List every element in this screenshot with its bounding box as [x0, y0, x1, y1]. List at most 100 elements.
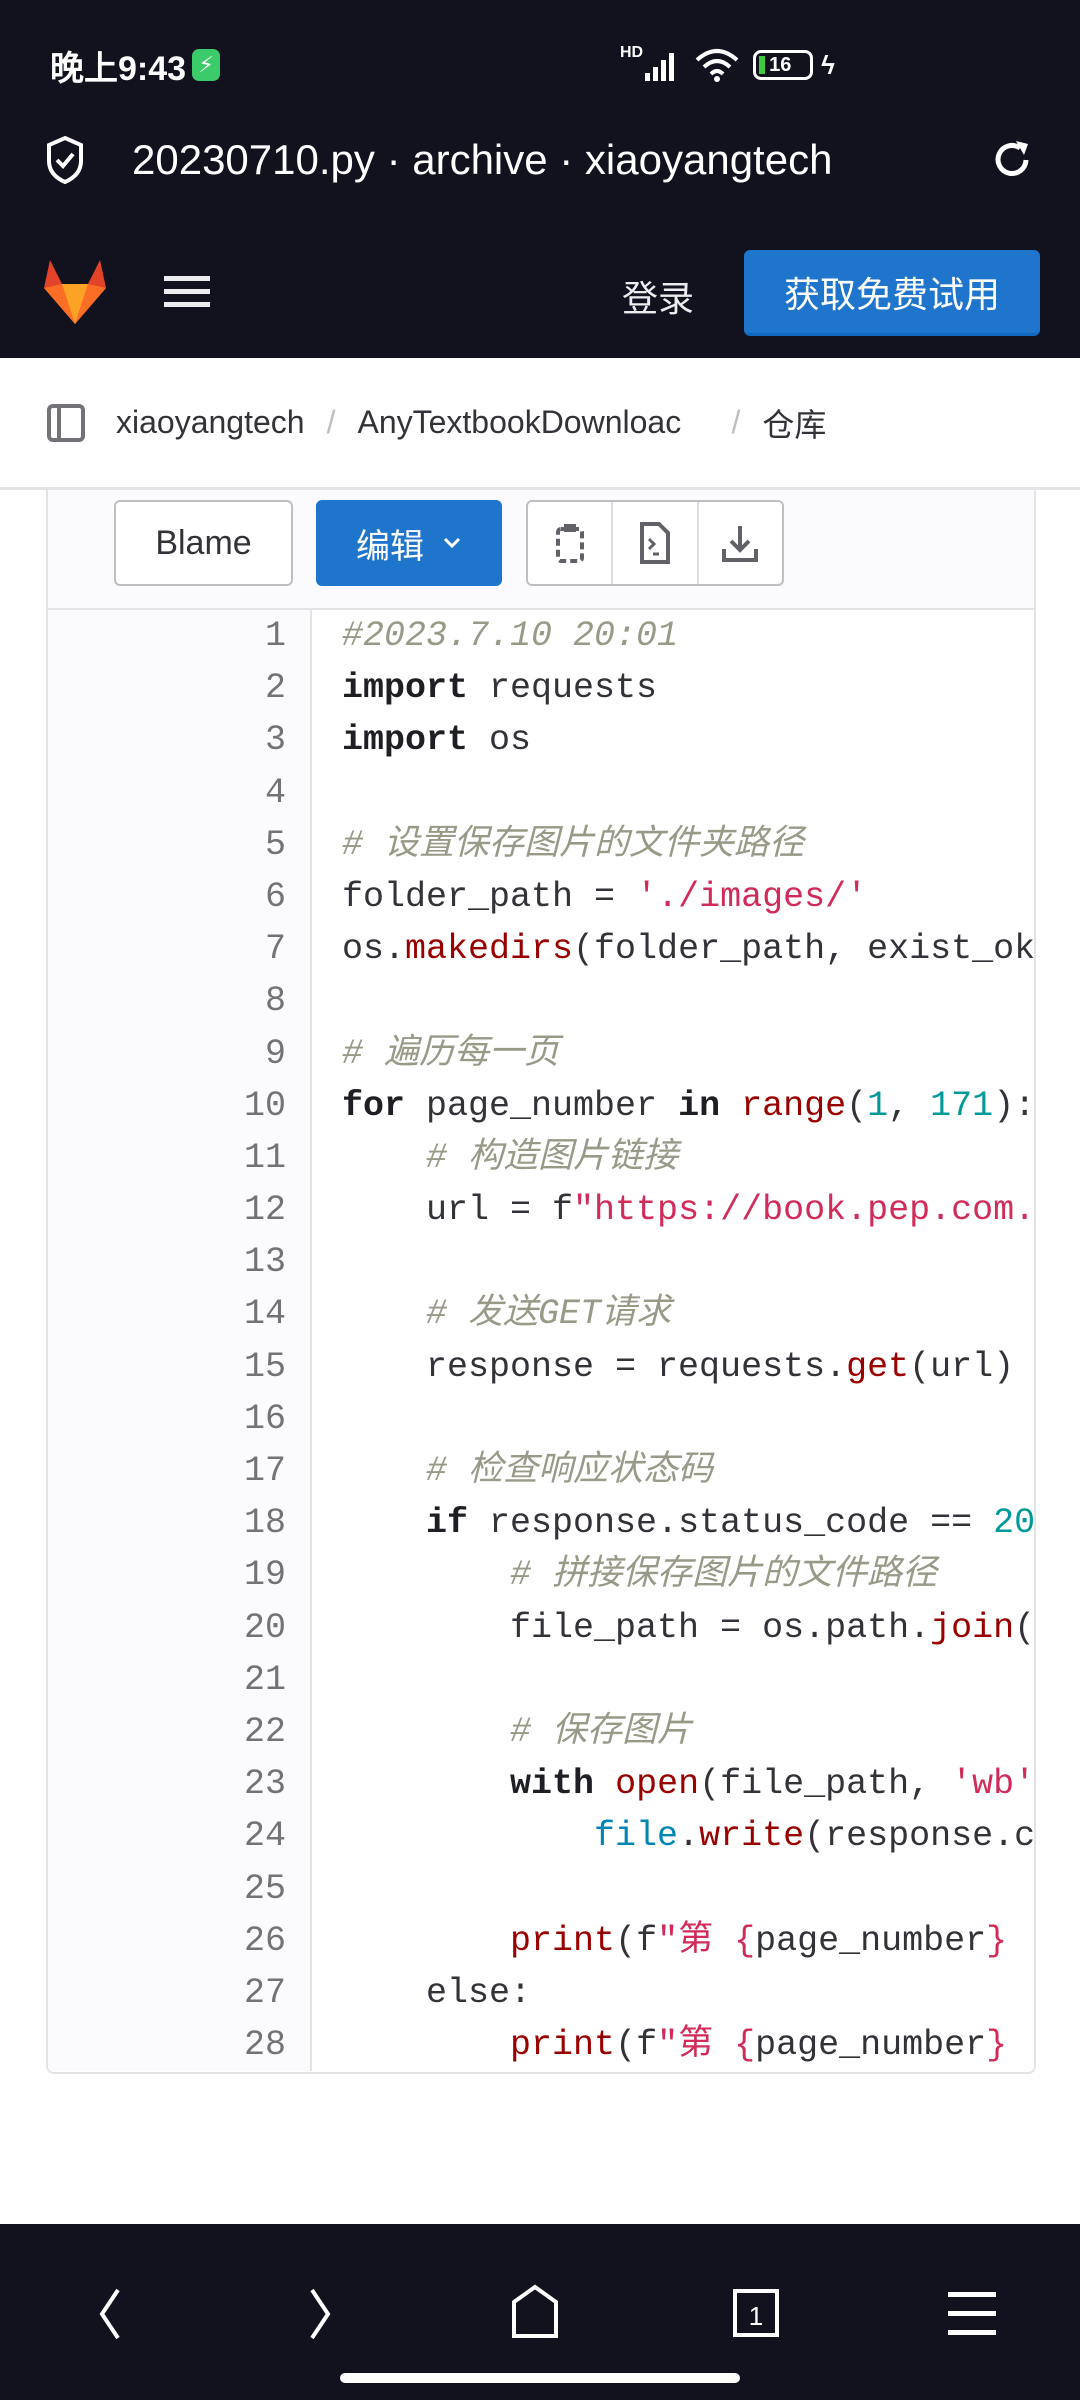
- battery-level: 16: [769, 53, 792, 76]
- code-token: page_number: [755, 2025, 987, 2066]
- network-label: HD: [620, 44, 644, 61]
- code-token: open: [615, 1764, 700, 1805]
- code-token: 171: [930, 1085, 994, 1126]
- line-number[interactable]: 17: [243, 1451, 286, 1491]
- code-token: [342, 1816, 594, 1856]
- copy-icon: [555, 524, 584, 563]
- code-line: if response.status_code == 200: [342, 1497, 1034, 1549]
- line-number[interactable]: 21: [243, 1659, 286, 1700]
- line-number[interactable]: 10: [243, 1085, 286, 1126]
- code-line: response = requests.get(url): [342, 1341, 1034, 1393]
- code-token: [342, 1294, 426, 1334]
- line-number[interactable]: 9: [264, 1033, 286, 1074]
- copy-contents-button[interactable]: [528, 502, 614, 584]
- code-line: url = f"https://book.pep.com.cn: [342, 1184, 1034, 1236]
- menu-icon[interactable]: [948, 2290, 996, 2338]
- line-number[interactable]: 13: [243, 1242, 286, 1283]
- line-number[interactable]: 8: [264, 981, 286, 1022]
- line-number[interactable]: 23: [243, 1764, 286, 1805]
- code-token: # 遍历每一页: [342, 1033, 560, 1074]
- code-token: (file_path,: [699, 1764, 952, 1805]
- code-line: file_path = os.path.join(: [342, 1602, 1034, 1654]
- breadcrumb-project[interactable]: AnyTextbookDownloac: [357, 404, 682, 440]
- code-token: (f: [615, 1920, 658, 1961]
- charging-icon: ϟ: [821, 49, 835, 80]
- hamburger-menu-icon[interactable]: [164, 274, 210, 310]
- sidebar-toggle-icon[interactable]: [46, 403, 86, 443]
- line-number[interactable]: 6: [264, 876, 286, 917]
- line-number[interactable]: 28: [243, 2025, 286, 2066]
- gitlab-logo-icon[interactable]: [40, 258, 110, 326]
- code-token: file: [594, 1816, 679, 1857]
- line-number[interactable]: 27: [243, 1972, 286, 2013]
- code-token: print: [510, 2025, 616, 2066]
- open-raw-button[interactable]: [613, 502, 699, 584]
- code-token: if: [426, 1503, 469, 1544]
- line-number[interactable]: 14: [243, 1294, 286, 1335]
- code-line: file.write(response.content: [342, 1810, 1034, 1862]
- code-token: for: [342, 1085, 406, 1126]
- code-line: # 发送GET请求: [342, 1288, 1034, 1340]
- line-number[interactable]: 5: [264, 824, 286, 865]
- home-indicator[interactable]: [340, 2373, 740, 2383]
- line-number[interactable]: 15: [243, 1346, 286, 1387]
- forward-icon[interactable]: [300, 2284, 340, 2344]
- svg-text:1: 1: [749, 2301, 763, 2331]
- line-number[interactable]: 22: [243, 1711, 286, 1752]
- line-number[interactable]: 12: [243, 1190, 286, 1231]
- line-number[interactable]: 24: [243, 1816, 286, 1857]
- code-token: 200: [993, 1503, 1034, 1544]
- line-number[interactable]: 7: [264, 929, 286, 970]
- code-token: page_number: [755, 1920, 987, 1961]
- code-token: 'wb': [951, 1764, 1034, 1805]
- code-line: # 检查响应状态码: [342, 1445, 1034, 1497]
- code-token: with: [510, 1764, 595, 1805]
- file-code-icon: [639, 522, 670, 564]
- code-token: response = requests.: [342, 1346, 847, 1387]
- code-token: #2023.7.10 20:01: [342, 616, 679, 656]
- code-token: # 构造图片链接: [426, 1137, 679, 1178]
- line-number[interactable]: 16: [243, 1398, 286, 1439]
- breadcrumb-owner[interactable]: xiaoyangtech: [116, 404, 305, 440]
- code-line: # 遍历每一页: [342, 1028, 1034, 1080]
- login-link[interactable]: 登录: [622, 278, 695, 319]
- blame-button[interactable]: Blame: [114, 500, 293, 586]
- home-icon[interactable]: [510, 2284, 560, 2340]
- code-line: print(f"第 {page_number}: [342, 1915, 1034, 1967]
- browser-bottom-bar: 1: [0, 2224, 1080, 2400]
- code-line: # 拼接保存图片的文件路径: [342, 1549, 1034, 1601]
- breadcrumb-separator: /: [731, 404, 741, 440]
- breadcrumb-repository[interactable]: 仓库: [762, 406, 827, 443]
- chevron-down-icon: [443, 537, 461, 549]
- code-line: # 设置保存图片的文件夹路径: [342, 819, 1034, 871]
- line-number[interactable]: 4: [264, 772, 286, 813]
- line-number[interactable]: 1: [264, 616, 286, 656]
- code-token: url = f: [342, 1190, 574, 1231]
- code-token: (f: [615, 2025, 658, 2066]
- line-number[interactable]: 11: [243, 1137, 286, 1178]
- code-token: response.status_code ==: [468, 1503, 994, 1544]
- line-number[interactable]: 3: [264, 720, 286, 761]
- download-button[interactable]: [699, 502, 782, 584]
- line-number[interactable]: 20: [243, 1607, 286, 1648]
- code-token: ):: [993, 1085, 1034, 1126]
- status-bar: 晚上9:43 ⚡ HD 16 ϟ: [50, 40, 1030, 90]
- breadcrumb: xiaoyangtech / AnyTextbookDownloac / 仓库: [0, 358, 1080, 490]
- edit-dropdown-button[interactable]: 编辑: [316, 500, 502, 586]
- back-icon[interactable]: [90, 2284, 130, 2344]
- line-number[interactable]: 25: [243, 1868, 286, 1909]
- code-token: else:: [342, 1972, 532, 2013]
- line-number[interactable]: 2: [264, 668, 286, 709]
- tabs-icon[interactable]: 1: [732, 2288, 780, 2338]
- code-token: os.: [342, 929, 406, 970]
- code-token: [594, 1764, 615, 1804]
- line-number[interactable]: 19: [243, 1555, 286, 1596]
- free-trial-button[interactable]: 获取免费试用: [744, 250, 1040, 336]
- code-token: (folder_path, exist_ok: [573, 929, 1034, 970]
- line-number[interactable]: 18: [243, 1503, 286, 1544]
- code-token: }: [986, 1920, 1008, 1961]
- code-token: .: [678, 1816, 700, 1857]
- line-number[interactable]: 26: [243, 1920, 286, 1961]
- reload-icon[interactable]: [990, 138, 1034, 182]
